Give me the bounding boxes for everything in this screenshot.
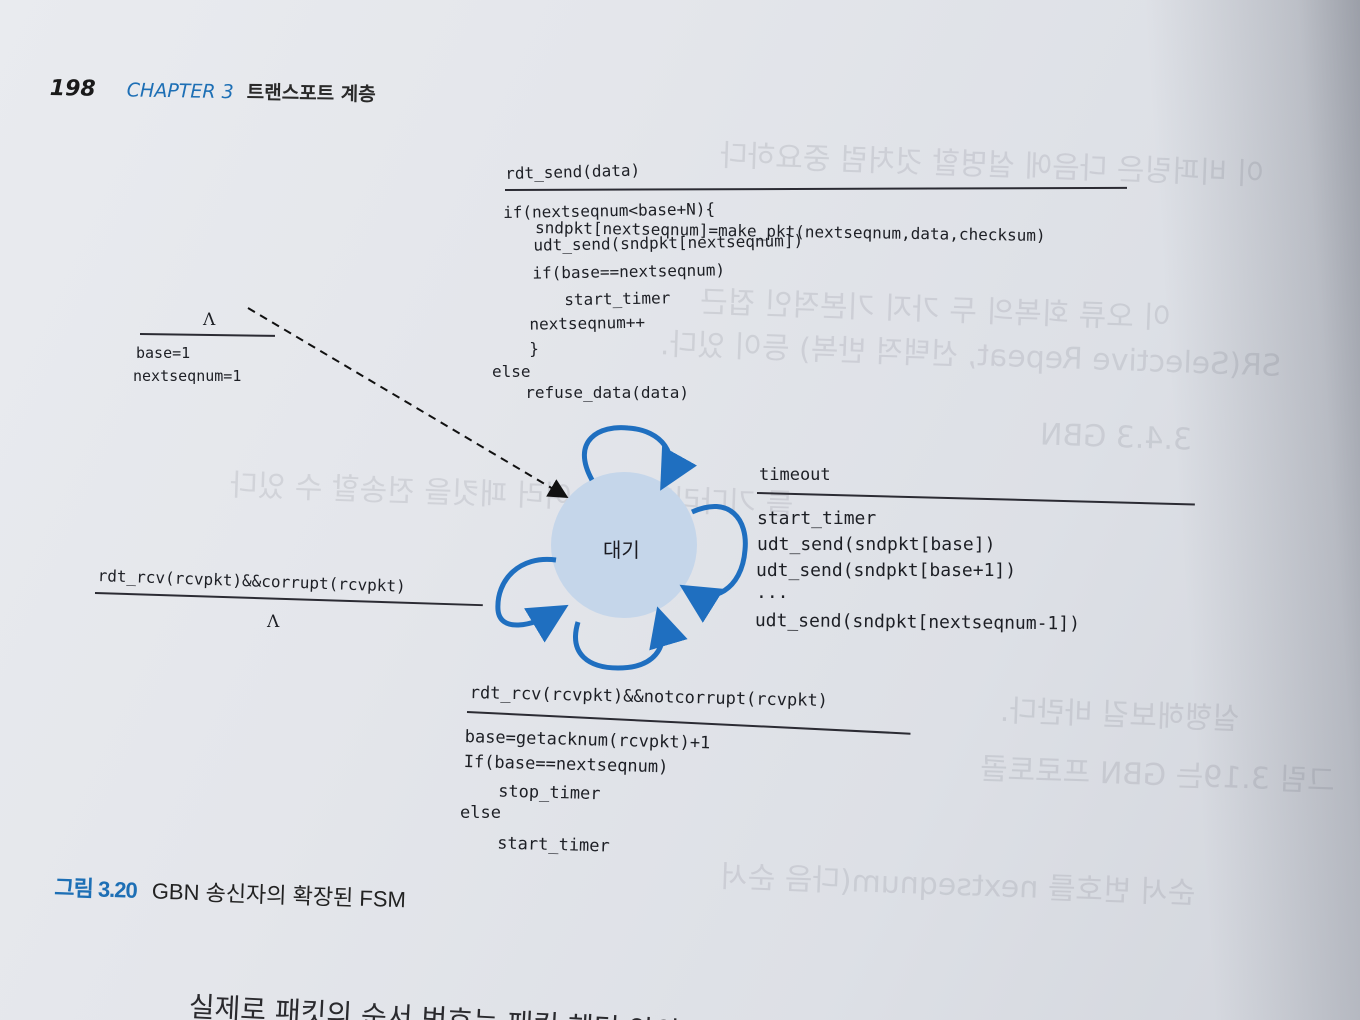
corrupt-action-lambda: Λ: [267, 612, 280, 632]
send-action-text: if(base==nextseqnum): [513, 260, 726, 283]
ack-action-text: stop_timer: [477, 781, 601, 805]
send-event: rdt_send(data): [505, 160, 641, 183]
timeout-event: timeout: [759, 465, 831, 485]
send-action-text: }: [510, 339, 539, 358]
timeout-action-line: start_timer: [757, 508, 877, 529]
ack-action-line: start_timer: [476, 833, 611, 857]
self-loop-right: [679, 504, 748, 623]
ack-action-line: stop_timer: [477, 781, 601, 805]
ack-action-line: else: [460, 803, 501, 823]
self-loop-left: [495, 556, 569, 643]
send-action-line: else: [492, 362, 531, 381]
send-action-line: nextseqnum++: [510, 313, 645, 334]
init-action-base: base=1: [136, 344, 191, 362]
timeout-action-line: udt_send(sndpkt[nextseqnum-1]): [754, 610, 1081, 635]
send-action-line: refuse_data(data): [506, 383, 689, 402]
send-action-text: refuse_data(data): [506, 383, 690, 402]
timeout-action-line: udt_send(sndpkt[base+1]): [756, 560, 1017, 581]
self-loop-top: [582, 425, 698, 491]
state-label: 대기: [603, 538, 640, 562]
ack-action-text: start_timer: [476, 833, 611, 857]
send-action-line: if(base==nextseqnum): [513, 260, 725, 283]
send-action-line: }: [510, 339, 539, 358]
send-action-text: start_timer: [516, 288, 671, 310]
init-action-nextseqnum: nextseqnum=1: [133, 367, 242, 385]
self-loop-bottom: [573, 606, 688, 671]
init-event-lambda: Λ: [203, 310, 216, 330]
send-action-line: start_timer: [516, 288, 670, 310]
initial-transition-arrow: [247, 307, 569, 499]
timeout-action-line: udt_send(sndpkt[base]): [757, 534, 996, 555]
send-action-text: nextseqnum++: [510, 312, 646, 334]
timeout-action-line: ...: [756, 582, 789, 603]
figure-number: 그림 3.20: [53, 874, 138, 903]
state-circle: [551, 472, 697, 618]
